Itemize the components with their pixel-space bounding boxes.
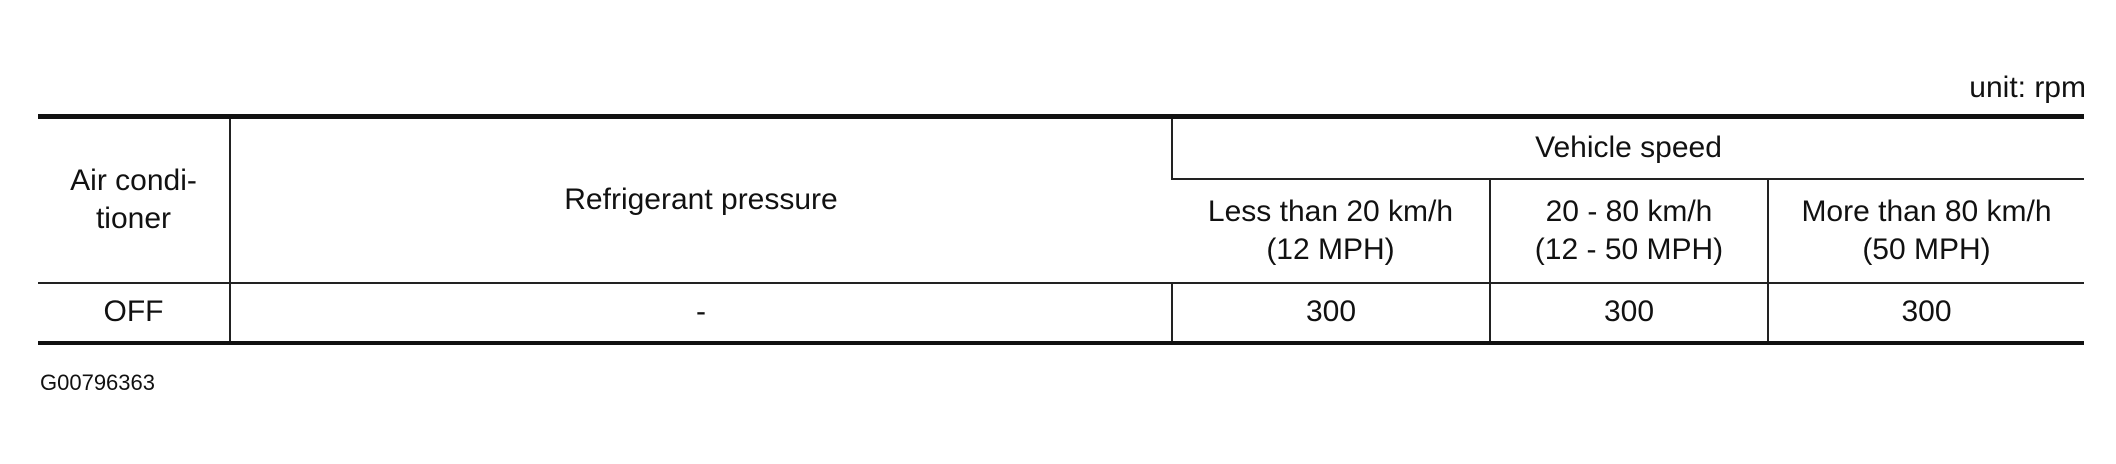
air-conditioner-header-line-1: Air condi- xyxy=(70,164,197,198)
speed-column-header-low: Less than 20 km/h (12 MPH) xyxy=(1172,177,1490,284)
speed-column-header-line-2: (12 - 50 MPH) xyxy=(1534,232,1724,266)
speed-column-header-line-2: (50 MPH) xyxy=(1862,232,1991,266)
speed-cell-low: 300 xyxy=(1171,281,1490,345)
air-conditioner-header: Air condi- tioner xyxy=(38,114,230,284)
refrigerant-pressure-cell: - xyxy=(229,281,1172,345)
air-conditioner-cell: OFF xyxy=(38,281,230,345)
speed-column-header-line-1: 20 - 80 km/h xyxy=(1545,194,1713,228)
air-conditioner-header-line-2: tioner xyxy=(95,202,172,236)
unit-label: unit: rpm xyxy=(1969,71,2086,104)
speed-column-header-line-1: Less than 20 km/h xyxy=(1207,194,1454,228)
speed-column-header-high: More than 80 km/h (50 MPH) xyxy=(1767,177,2084,284)
speed-cell-high: 300 xyxy=(1767,281,2084,345)
vehicle-speed-header: Vehicle speed xyxy=(1171,114,2084,180)
figure-id: G00796363 xyxy=(40,370,155,395)
speed-column-header-mid: 20 - 80 km/h (12 - 50 MPH) xyxy=(1489,177,1768,284)
table-header-row: Air condi- tioner Refrigerant pressure V… xyxy=(38,114,2084,284)
speed-column-header-line-2: (12 MPH) xyxy=(1266,232,1395,266)
table-row: OFF - 300 300 300 xyxy=(38,281,2084,345)
table-subheader-row: Less than 20 km/h (12 MPH) 20 - 80 km/h … xyxy=(38,177,2084,284)
speed-cell-mid: 300 xyxy=(1489,281,1768,345)
refrigerant-pressure-header: Refrigerant pressure xyxy=(229,114,1172,284)
speed-column-header-line-1: More than 80 km/h xyxy=(1801,194,2052,228)
idle-speed-table: Air condi- tioner Refrigerant pressure V… xyxy=(38,114,2084,345)
